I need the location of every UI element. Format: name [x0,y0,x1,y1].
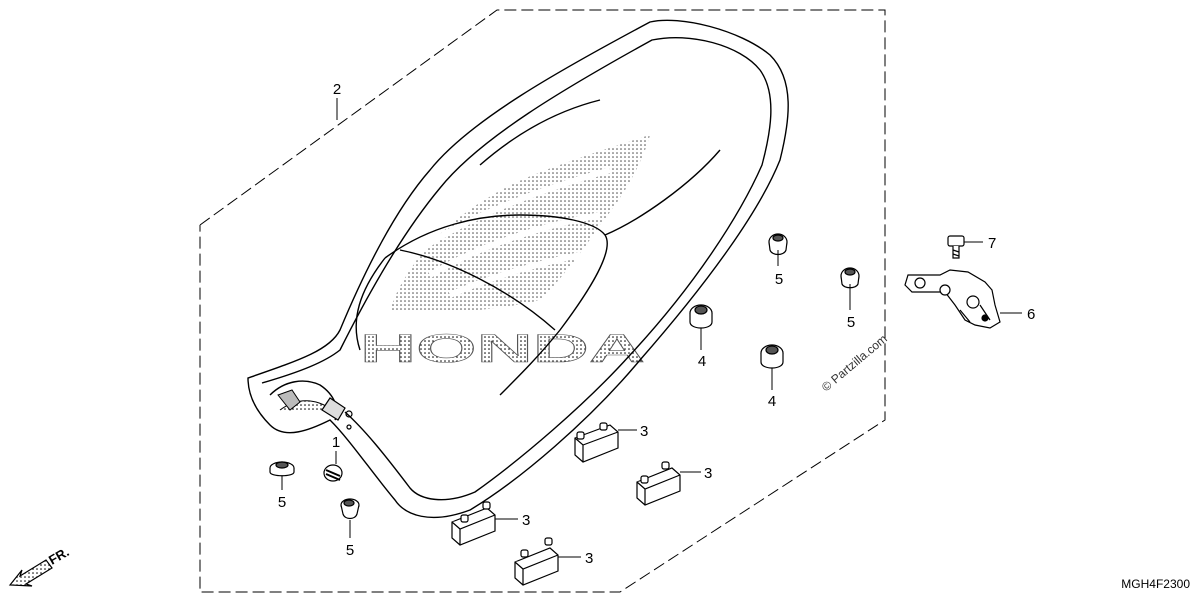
callout-cushion-right: 5 [847,314,855,331]
direction-label: FR. [46,544,72,567]
diagram-code: MGH4F2300 [1121,577,1190,591]
svg-text:HONDA: HONDA [360,327,645,371]
spacer-left[interactable] [689,304,713,329]
callout-block-b: 3 [704,465,712,482]
block-b[interactable] [636,461,681,506]
rear-bracket[interactable] [321,397,353,430]
bolt[interactable] [947,235,965,259]
cushion-left-bottom[interactable] [340,498,360,520]
cushion-center-top[interactable] [768,233,788,256]
callout-cushion-left-bottom: 5 [346,542,354,559]
callout-cushion-left-top: 5 [278,494,286,511]
front-direction-arrow-icon [8,559,53,587]
callout-rear-bracket: 1 [332,434,340,451]
grommet-center[interactable] [323,464,343,482]
callout-block-a: 3 [640,423,648,440]
block-d[interactable] [514,537,559,586]
leader-lines [281,98,1022,558]
block-a[interactable] [574,422,619,463]
honda-wing-logo: HONDA [360,135,650,371]
callout-seat-lock: 6 [1027,306,1035,323]
callout-spacer-right: 4 [768,393,776,410]
partzilla-watermark: © Partzilla.com [819,332,890,395]
seat-lock[interactable] [904,269,1001,329]
assembly-boundary [199,9,886,593]
spacer-right[interactable] [760,344,784,369]
seat[interactable] [247,19,789,518]
callout-block-c: 3 [522,512,530,529]
callout-seat: 2 [333,81,341,98]
callout-block-d: 3 [585,550,593,567]
callout-spacer-left: 4 [698,353,706,370]
callout-bolt: 7 [988,235,996,252]
callout-cushion-center-top: 5 [775,271,783,288]
cushion-left-top[interactable] [269,461,295,477]
block-c[interactable] [451,501,496,546]
